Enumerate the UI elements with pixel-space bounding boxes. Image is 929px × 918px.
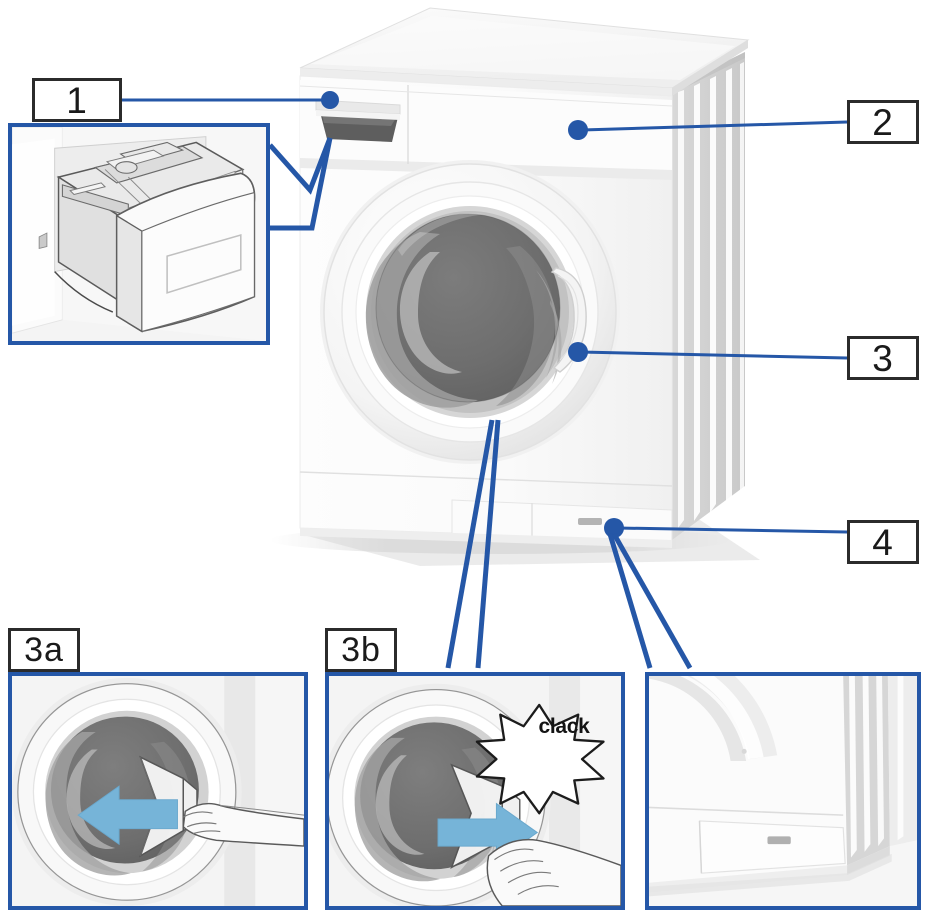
panel4-connector-b: [611, 532, 693, 670]
callout-box-3b[interactable]: 3b: [325, 628, 397, 672]
top-cover: [299, 7, 750, 96]
callout-box-3a[interactable]: 3a: [8, 628, 80, 672]
leader-dot-3: [568, 342, 588, 362]
leader-dot-1: [321, 91, 339, 109]
detergent-drawer-handle: [315, 99, 401, 142]
panel3a-connector: [475, 419, 501, 669]
side-vent-panel: [672, 52, 745, 540]
door-glass-drum: [365, 213, 562, 408]
clack-burst-icon: [475, 703, 605, 815]
detail-panel-door-open: [8, 672, 308, 910]
hand-pushing: [486, 838, 621, 906]
detail-panel-drawer: [8, 123, 270, 345]
detail-panel-door-close: [325, 672, 625, 910]
machine-front-body: [299, 75, 673, 548]
leader-line-3: [579, 350, 848, 360]
leader-dot-4: [604, 518, 624, 538]
panel1-connector-b: [270, 137, 333, 231]
callout-box-3[interactable]: 3: [847, 336, 919, 380]
panel1-connector-a: [268, 137, 333, 195]
callout-box-2[interactable]: 2: [847, 100, 919, 144]
leader-line-2: [581, 120, 848, 132]
callout-box-4[interactable]: 4: [847, 520, 919, 564]
callout-box-1[interactable]: 1: [32, 78, 122, 122]
leader-dot-2: [568, 120, 588, 140]
panel4-connector-a: [607, 533, 653, 669]
leader-line-4: [617, 526, 848, 534]
panel3b-connector: [445, 419, 495, 669]
detail-panel-service-flap: [645, 672, 921, 910]
arrow-open-left: [77, 785, 178, 846]
drawer-front-panel: [115, 172, 256, 333]
door-bezel-fragment: [649, 676, 778, 762]
hand-pulling: [182, 802, 304, 847]
